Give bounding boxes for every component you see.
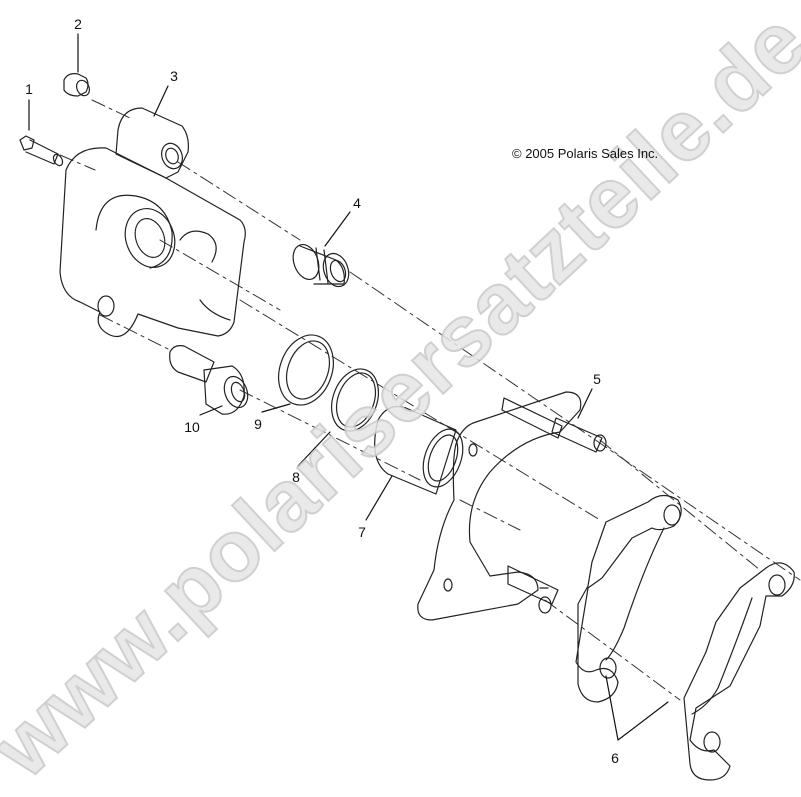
part-1-bleeder-screw[interactable] xyxy=(19,135,64,167)
callout-1[interactable]: 1 xyxy=(25,81,33,97)
callout-3[interactable]: 3 xyxy=(170,68,178,84)
part-8-dust-seal[interactable] xyxy=(323,362,386,437)
callout-5[interactable]: 5 xyxy=(593,371,601,387)
callout-7[interactable]: 7 xyxy=(358,524,366,540)
part-4-boot[interactable] xyxy=(289,241,354,290)
part-9-piston-seal[interactable] xyxy=(269,327,342,412)
callout-4[interactable]: 4 xyxy=(353,195,361,211)
callout-2[interactable]: 2 xyxy=(74,16,82,32)
callout-9[interactable]: 9 xyxy=(254,416,262,432)
callout-8[interactable]: 8 xyxy=(292,469,300,485)
assembly-centerlines xyxy=(59,99,801,701)
copyright-notice: © 2005 Polaris Sales Inc. xyxy=(512,146,659,161)
part-10-pin-with-boot[interactable] xyxy=(169,345,252,415)
callout-6[interactable]: 6 xyxy=(611,750,619,766)
part-2-bleeder-cap[interactable] xyxy=(63,73,92,98)
part-3-caliper-body[interactable] xyxy=(59,107,246,338)
callout-10[interactable]: 10 xyxy=(184,419,200,435)
leader-lines xyxy=(28,33,669,741)
part-6-brake-pads[interactable] xyxy=(575,494,795,781)
part-7-piston[interactable] xyxy=(374,405,471,495)
part-5-caliper-bracket[interactable] xyxy=(417,391,607,621)
